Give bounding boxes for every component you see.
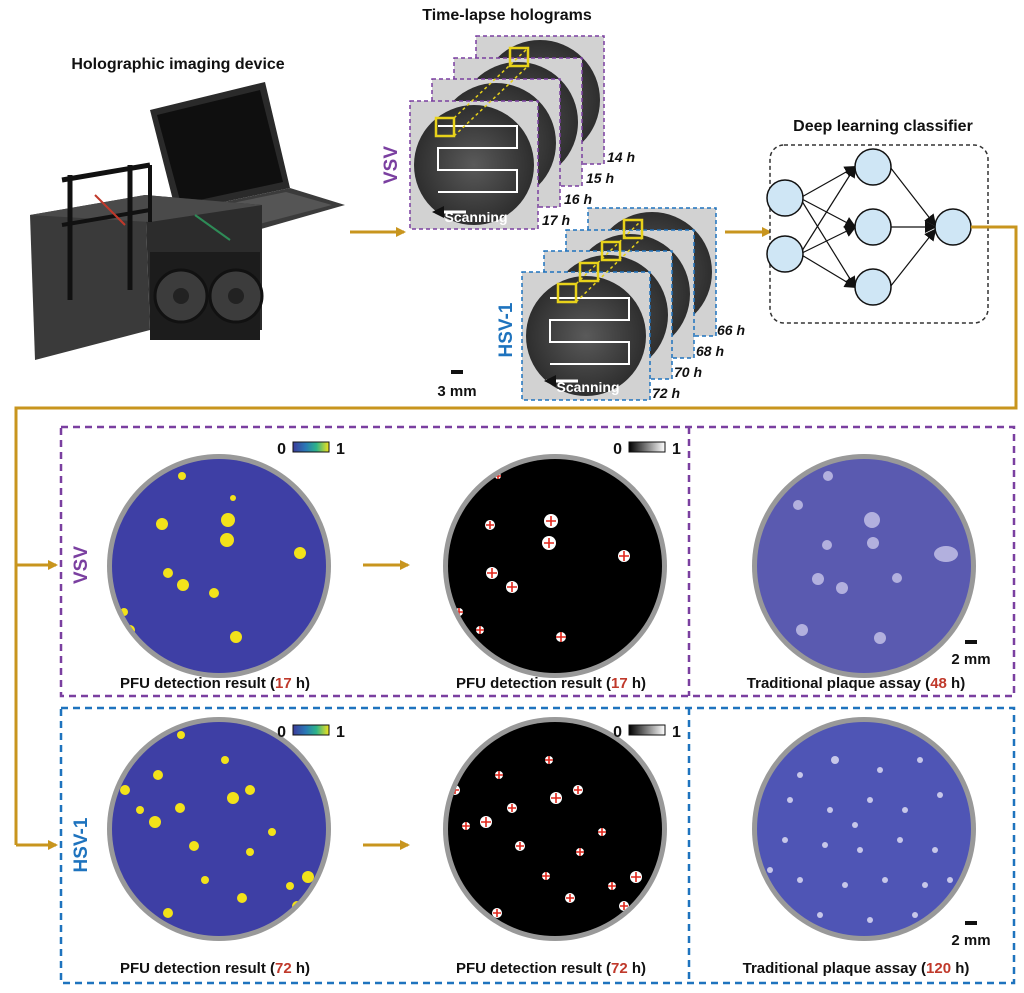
hsv-hologram-stack [521, 207, 717, 401]
hsv-bw-colorbar-min: 0 [613, 724, 622, 741]
hsv-bw-colorbar-max: 1 [672, 724, 681, 741]
vsv-colorbar [292, 441, 330, 453]
vsv-detection-map [443, 454, 667, 678]
vsv-time-17h: 17 h [542, 212, 570, 228]
hsv-detection-map [443, 717, 667, 941]
hsv-hologram-label: HSV-1 [496, 302, 517, 357]
hsv-probability-map [107, 717, 331, 941]
hsv-caption-plaque: Traditional plaque assay (120 h) [743, 960, 970, 977]
hsv-colorbar-max: 1 [336, 724, 345, 741]
vsv-scale-bar [965, 640, 977, 644]
vsv-plaque-assay-image [752, 454, 976, 678]
hsv-panel-frame [59, 706, 1016, 985]
hsv-scale-bar [965, 921, 977, 925]
hsv-time-70h: 70 h [674, 364, 702, 380]
hsv-plaque-assay-image [752, 717, 976, 941]
hsv-time-68h: 68 h [696, 343, 724, 359]
scanning-label-vsv: Scanning [444, 209, 507, 225]
scale-bar-3mm [451, 370, 463, 374]
hsv-colorbar-min: 0 [277, 724, 286, 741]
vsv-time-16h: 16 h [564, 191, 592, 207]
hsv-caption-probability: PFU detection result (72 h) [120, 960, 310, 977]
vsv-caption-plaque: Traditional plaque assay (48 h) [747, 675, 965, 692]
scale-bar-3mm-label: 3 mm [437, 383, 476, 400]
hsv-caption-detection: PFU detection result (72 h) [456, 960, 646, 977]
vsv-caption-probability: PFU detection result (17 h) [120, 675, 310, 692]
hsv-time-66h: 66 h [717, 322, 745, 338]
vsv-bw-colorbar-max: 1 [672, 441, 681, 458]
vsv-hologram-label: VSV [381, 146, 402, 184]
vsv-panel-frame [59, 425, 1016, 698]
classifier-title: Deep learning classifier [793, 118, 973, 135]
neural-network-diagram [766, 144, 989, 324]
vsv-row-label: VSV [71, 546, 92, 584]
vsv-time-15h: 15 h [586, 170, 614, 186]
holographic-device-illustration [30, 82, 345, 360]
connector-line [14, 225, 1018, 845]
hsv-bw-colorbar [628, 724, 666, 736]
device-title: Holographic imaging device [71, 56, 284, 73]
vsv-probability-map [107, 454, 331, 678]
vsv-hologram-stack [409, 35, 605, 230]
vsv-caption-detection: PFU detection result (17 h) [456, 675, 646, 692]
vsv-bw-colorbar [628, 441, 666, 453]
hsv-scale-bar-label: 2 mm [951, 932, 990, 949]
holograms-title: Time-lapse holograms [422, 7, 592, 24]
vsv-time-14h: 14 h [607, 149, 635, 165]
vsv-scale-bar-label: 2 mm [951, 651, 990, 668]
vsv-colorbar-min: 0 [277, 441, 286, 458]
vsv-colorbar-max: 1 [336, 441, 345, 458]
scanning-label-hsv: Scanning [556, 379, 619, 395]
vsv-bw-colorbar-min: 0 [613, 441, 622, 458]
hsv-colorbar [292, 724, 330, 736]
hsv-time-72h: 72 h [652, 385, 680, 401]
hsv-row-label: HSV-1 [71, 817, 92, 872]
